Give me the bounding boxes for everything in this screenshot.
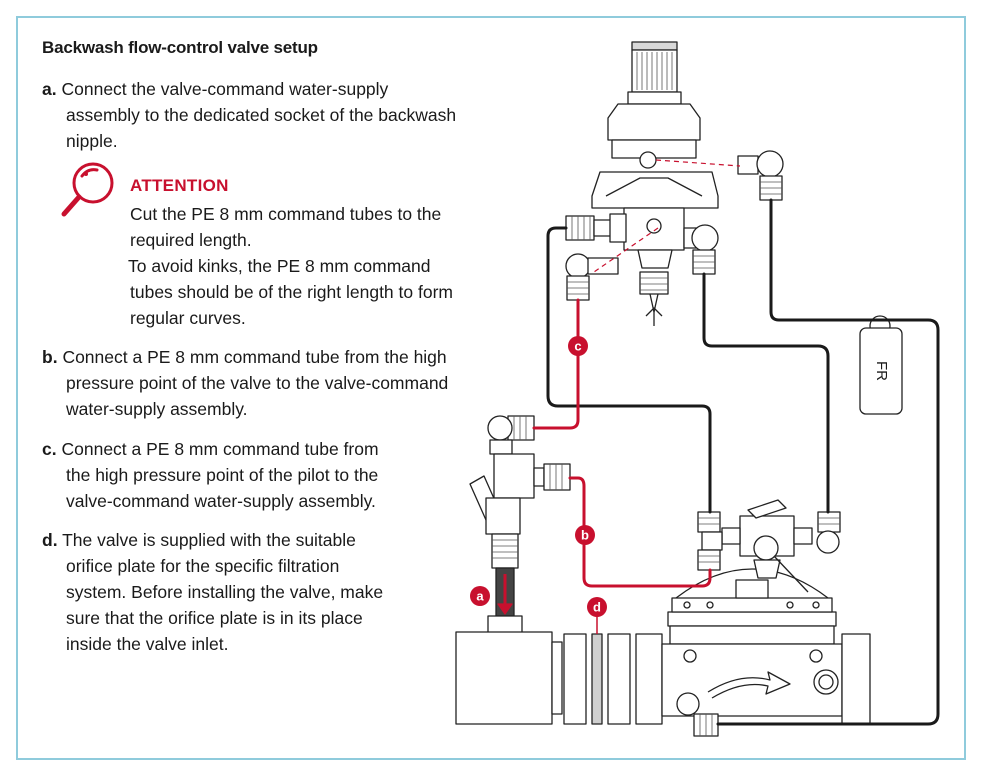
attention-line-2: required length. [130,230,252,250]
callout-d: d [587,597,607,617]
step-b-line-1: b. Connect a PE 8 mm command tube from t… [42,344,448,370]
page-title: Backwash flow-control valve setup [42,38,318,57]
attention-line-1: Cut the PE 8 mm command tubes to the [130,204,442,224]
pilot-right-elbow [683,224,719,275]
main-valve [635,568,871,725]
step-d-letter: d. [42,530,58,550]
step-c-line-3: valve-command water-supply assembly. [66,491,376,511]
step-b-text-1: Connect a PE 8 mm command tube from the … [62,347,447,367]
callout-c: c [568,336,588,356]
callout-a: a [470,586,490,606]
top-right-elbow [737,150,784,201]
step-c: c. Connect a PE 8 mm command tube from t… [42,436,379,514]
attention-line-5: regular curves. [130,308,246,328]
step-a-letter: a. [42,79,57,99]
callout-b-label: b [581,528,589,543]
step-c-line-2: the high pressure point of the pilot to … [66,465,379,485]
valve-left-fittings [697,511,723,571]
step-b-letter: b. [42,347,58,367]
water-supply-assembly [469,415,571,617]
callout-c-label: c [574,339,581,354]
step-c-line-1: c. Connect a PE 8 mm command tube from [42,436,379,462]
attention-heading: ATTENTION [130,176,229,195]
content-frame [16,16,966,760]
pilot-left-fitting [565,213,627,243]
step-c-letter: c. [42,439,57,459]
step-a-line-2: assembly to the dedicated socket of the … [66,105,457,125]
callout-d-label: d [593,600,601,615]
step-d-text-1: The valve is supplied with the suitable [62,530,356,550]
callout-a-label: a [476,589,484,604]
attention-line-4: tubes should be of the right length to f… [130,282,453,302]
step-d-line-1: d. The valve is supplied with the suitab… [42,527,383,553]
step-a-text-1: Connect the valve-command water-supply [61,79,389,99]
step-d-line-2: orifice plate for the specific filtratio… [66,556,340,576]
attention-text: Cut the PE 8 mm command tubes to the req… [128,201,453,331]
step-a: a. Connect the valve-command water-suppl… [42,76,456,154]
fr-tag-label: FR [873,361,890,381]
step-c-text-1: Connect a PE 8 mm command tube from [61,439,379,459]
step-b-line-3: water-supply assembly. [66,399,248,419]
valve-right-fitting [816,511,841,554]
step-d-line-5: inside the valve inlet. [66,634,229,654]
step-b: b. Connect a PE 8 mm command tube from t… [42,344,448,422]
step-d-line-3: system. Before installing the valve, mak… [66,582,384,602]
step-a-line-3: nipple. [66,131,118,151]
callout-b: b [575,525,595,545]
backwash-nipple [455,615,631,725]
step-b-line-2: pressure point of the valve to the valve… [66,373,449,393]
step-d: d. The valve is supplied with the suitab… [42,527,383,657]
attention-line-3: To avoid kinks, the PE 8 mm command [128,256,431,276]
three-way-selector [721,499,813,593]
valve-bottom-elbow [676,692,719,737]
step-d-line-4: sure that the orifice plate is in its pl… [66,608,363,628]
step-a-line-1: a. Connect the valve-command water-suppl… [42,76,456,102]
pilot-valve [591,41,719,326]
